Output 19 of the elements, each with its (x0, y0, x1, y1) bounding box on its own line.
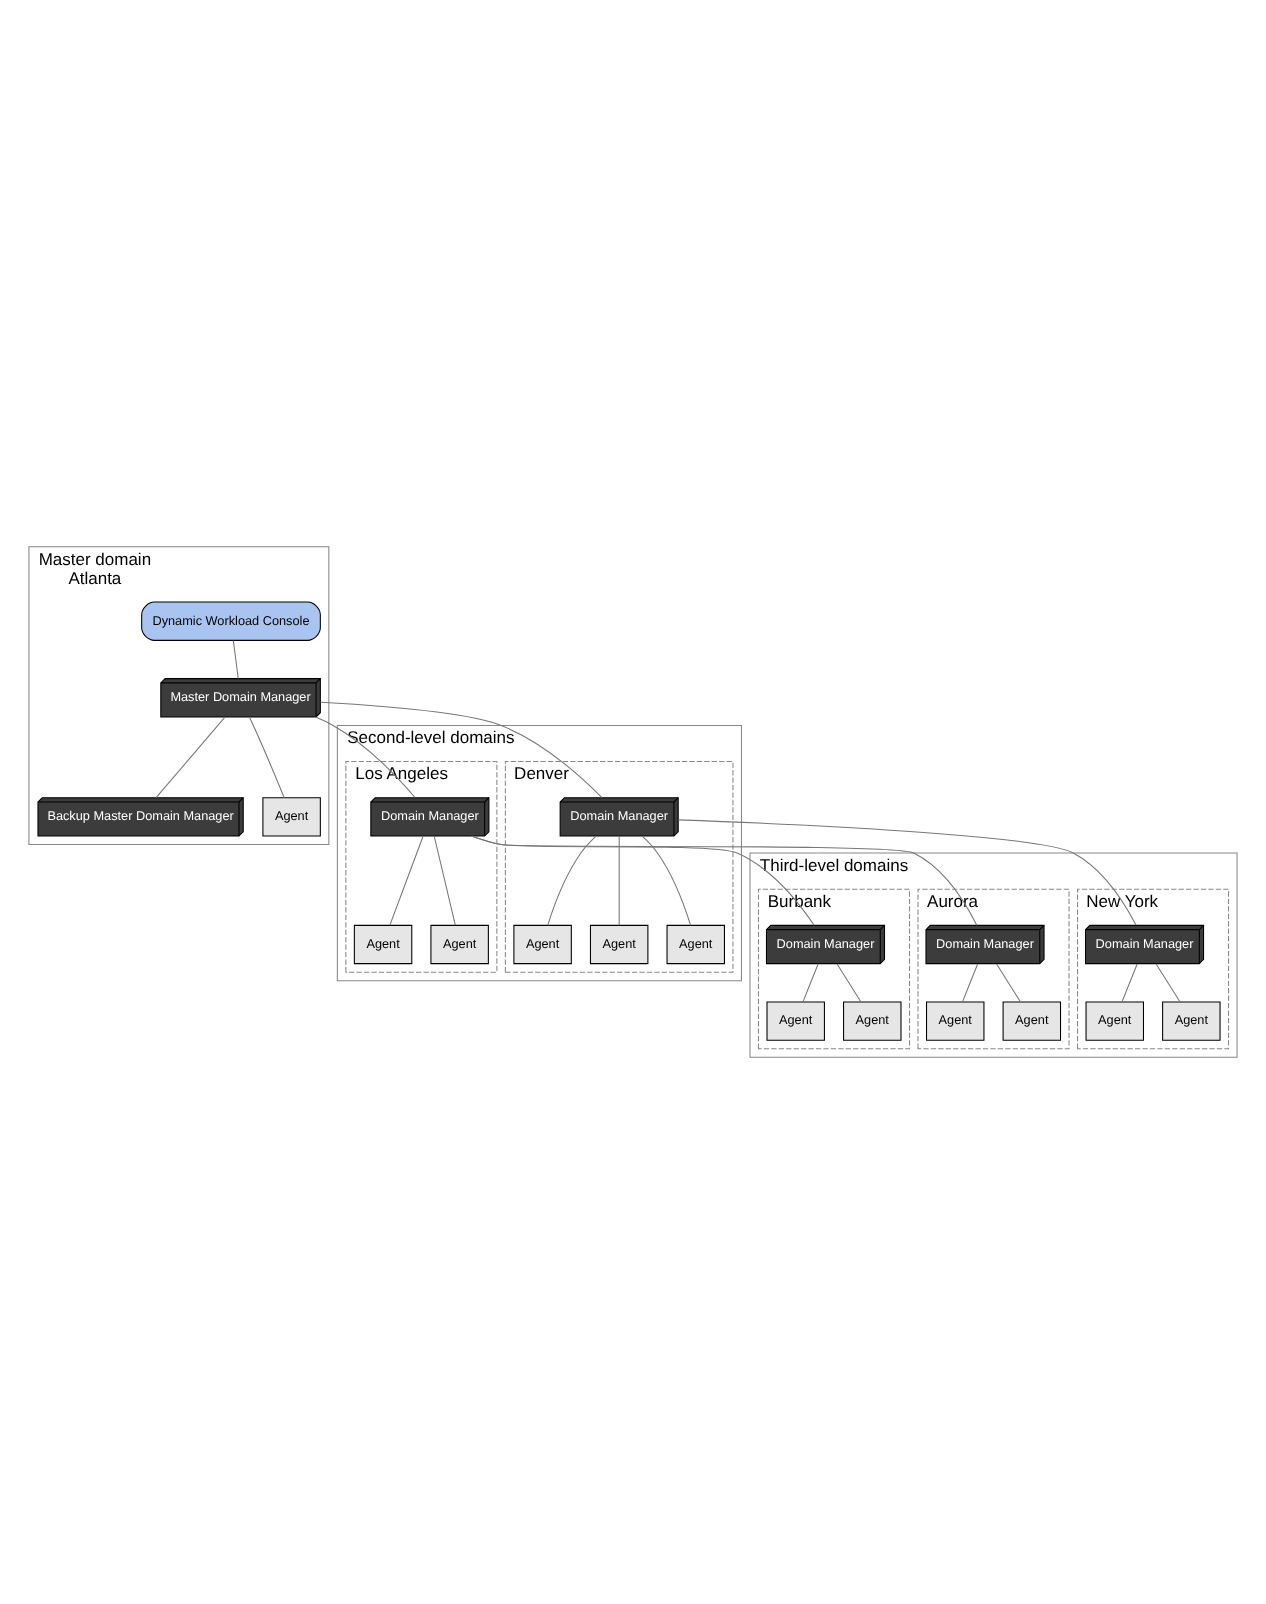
connector (470, 835, 978, 926)
connector (232, 640, 239, 680)
connector (155, 716, 226, 799)
connector (677, 819, 1137, 926)
connector (547, 835, 597, 926)
connector (641, 835, 692, 926)
connector (248, 716, 285, 799)
connector (433, 835, 456, 926)
connector (618, 835, 620, 926)
connector (320, 701, 603, 799)
connector (389, 835, 424, 926)
connector (1155, 963, 1181, 1003)
connector (962, 963, 979, 1003)
connector (315, 716, 416, 799)
connector (471, 835, 815, 926)
connector (802, 963, 819, 1003)
connector (1121, 963, 1138, 1003)
connector (996, 963, 1021, 1003)
connector (836, 963, 862, 1003)
